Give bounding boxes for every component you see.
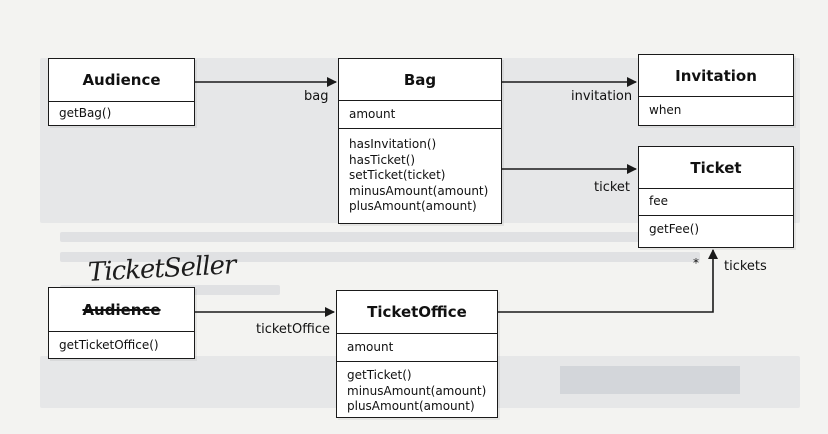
association-label-ticket: ticket	[594, 180, 631, 195]
method: plusAmount(amount)	[347, 399, 475, 413]
class-attributes: fee	[639, 189, 793, 216]
attribute: when	[649, 103, 682, 117]
attribute: fee	[649, 194, 668, 208]
class-name: Audience	[49, 59, 194, 102]
arrow-ticketoffice-to-ticket	[498, 249, 718, 313]
background-row	[60, 252, 700, 262]
multiplicity-label: *	[693, 256, 699, 270]
association-label-invitation: invitation	[571, 89, 633, 104]
class-methods: getBag()	[49, 102, 194, 128]
method: getTicketOffice()	[59, 338, 159, 352]
method: minusAmount(amount)	[349, 183, 489, 198]
class-name: Audience	[49, 288, 194, 332]
class-methods: getTicket() minusAmount(amount) plusAmou…	[337, 362, 497, 421]
class-methods: getTicketOffice()	[49, 332, 194, 360]
class-ticket: Ticket fee getFee()	[638, 146, 794, 248]
method: getFee()	[649, 222, 700, 236]
method: setTicket(ticket)	[349, 168, 446, 182]
association-label-ticketoffice: ticketOffice	[256, 322, 330, 337]
class-ticketoffice: TicketOffice amount getTicket() minusAmo…	[336, 290, 498, 418]
method: getTicket()	[347, 368, 412, 382]
class-methods: hasInvitation() hasTicket() setTicket(ti…	[339, 129, 501, 221]
class-name: Ticket	[639, 147, 793, 189]
class-name: Invitation	[639, 55, 793, 97]
class-audience-bottom: Audience getTicketOffice()	[48, 287, 195, 359]
class-invitation: Invitation when	[638, 54, 794, 126]
class-methods: getFee()	[639, 216, 793, 244]
class-name: TicketOffice	[337, 291, 497, 334]
association-label-tickets: tickets	[724, 259, 767, 274]
method: hasInvitation()	[349, 137, 437, 151]
method: hasTicket()	[349, 152, 416, 167]
association-label-bag: bag	[304, 89, 329, 104]
method: getBag()	[59, 106, 112, 120]
class-audience-top: Audience getBag()	[48, 58, 195, 126]
method: minusAmount(amount)	[347, 383, 487, 398]
class-attributes: amount	[339, 101, 501, 129]
background-block	[560, 366, 740, 394]
class-attributes: when	[639, 97, 793, 125]
method: plusAmount(amount)	[349, 199, 477, 213]
class-attributes: amount	[337, 334, 497, 362]
attribute: amount	[347, 340, 394, 354]
class-bag: Bag amount hasInvitation() hasTicket() s…	[338, 58, 502, 224]
attribute: amount	[349, 107, 396, 121]
class-name: Bag	[339, 59, 501, 101]
background-row	[60, 232, 790, 242]
